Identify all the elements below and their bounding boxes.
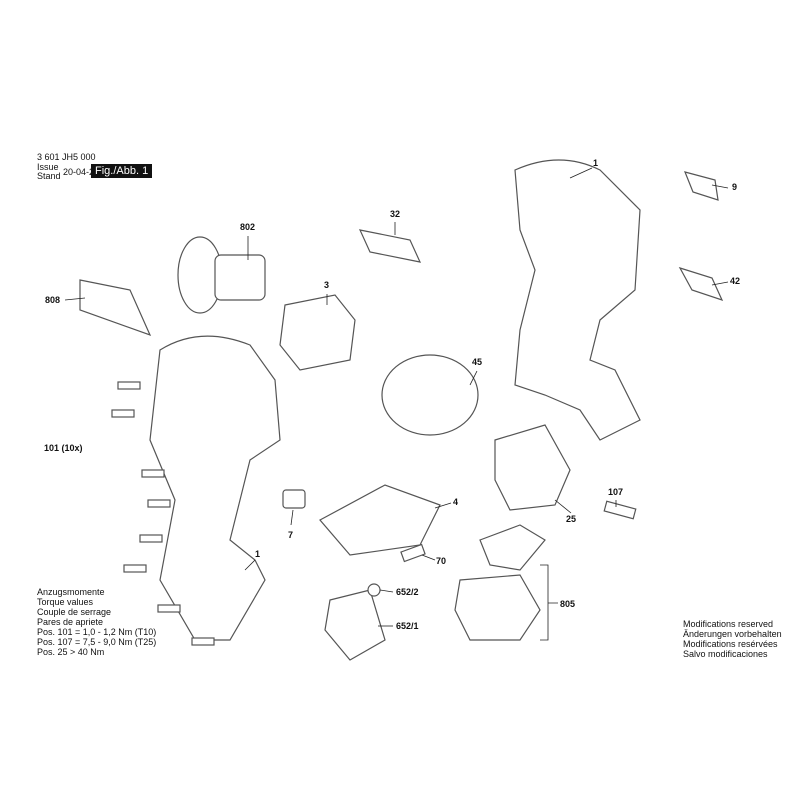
part-9 (683, 171, 719, 201)
screw-107 (603, 500, 637, 520)
label-805: 805 (560, 599, 576, 609)
issue-date: 20-04-28 (63, 167, 100, 177)
stand-label: Stand (37, 171, 61, 181)
label-652-1: 652/1 (396, 621, 419, 631)
label-1-left: 1 (255, 549, 261, 559)
torque-line: Pos. 107 = 7,5 - 9,0 Nm (T25) (37, 637, 157, 647)
label-4: 4 (453, 497, 459, 507)
notice-line: Modifications reserved (683, 619, 774, 629)
gearbox (381, 354, 479, 436)
label-9: 9 (732, 182, 738, 192)
issue-label: Issue (37, 162, 59, 172)
part-3 (279, 294, 356, 371)
torque-line: Pos. 25 > 40 Nm (37, 647, 105, 657)
label-32: 32 (390, 209, 401, 219)
torque-line: Anzugsmomente (37, 587, 105, 597)
part-7 (282, 489, 306, 509)
torque-values: Anzugsmomente Torque values Couple de se… (37, 587, 156, 657)
label-25: 25 (566, 514, 577, 524)
torque-line: Pos. 101 = 1,0 - 1,2 Nm (T10) (37, 627, 157, 637)
chuck (494, 424, 571, 511)
doc-number: 3 601 JH5 000 (37, 152, 96, 162)
leader-lines (64, 167, 729, 641)
notice-line: Salvo modificaciones (683, 649, 768, 659)
modifications-notice: Modifications reserved Änderungen vorbeh… (683, 619, 782, 659)
label-652-2: 652/2 (396, 587, 419, 597)
label-107: 107 (608, 487, 624, 497)
label-70: 70 (436, 556, 447, 566)
label-42: 42 (730, 276, 741, 286)
part-652-1 (324, 589, 386, 661)
label-1-right: 1 (593, 158, 599, 168)
notice-line: Modifications resérvées (683, 639, 778, 649)
label-101: 101 (10x) (44, 443, 83, 453)
motor-armature (214, 254, 266, 301)
torque-line: Pares de apriete (37, 617, 104, 627)
torque-line: Torque values (37, 597, 94, 607)
figure-label: Fig./Abb. 1 (91, 164, 153, 178)
label-45: 45 (472, 357, 483, 367)
housing-right (514, 159, 641, 441)
notice-line: Änderungen vorbehalten (683, 629, 782, 639)
part-805-trigger (479, 524, 546, 571)
housing-left (149, 335, 281, 641)
part-805-switch (454, 574, 541, 641)
part-808 (79, 279, 152, 337)
label-808: 808 (45, 295, 61, 305)
torque-line: Couple de serrage (37, 607, 112, 617)
screws-101 (111, 381, 215, 646)
spring-70 (400, 543, 426, 563)
label-3: 3 (324, 280, 330, 290)
label-802: 802 (240, 222, 256, 232)
part-652-2 (367, 583, 381, 597)
electronics-4 (319, 484, 441, 556)
part-32 (358, 229, 422, 263)
label-7: 7 (288, 530, 294, 540)
part-42 (678, 266, 724, 302)
